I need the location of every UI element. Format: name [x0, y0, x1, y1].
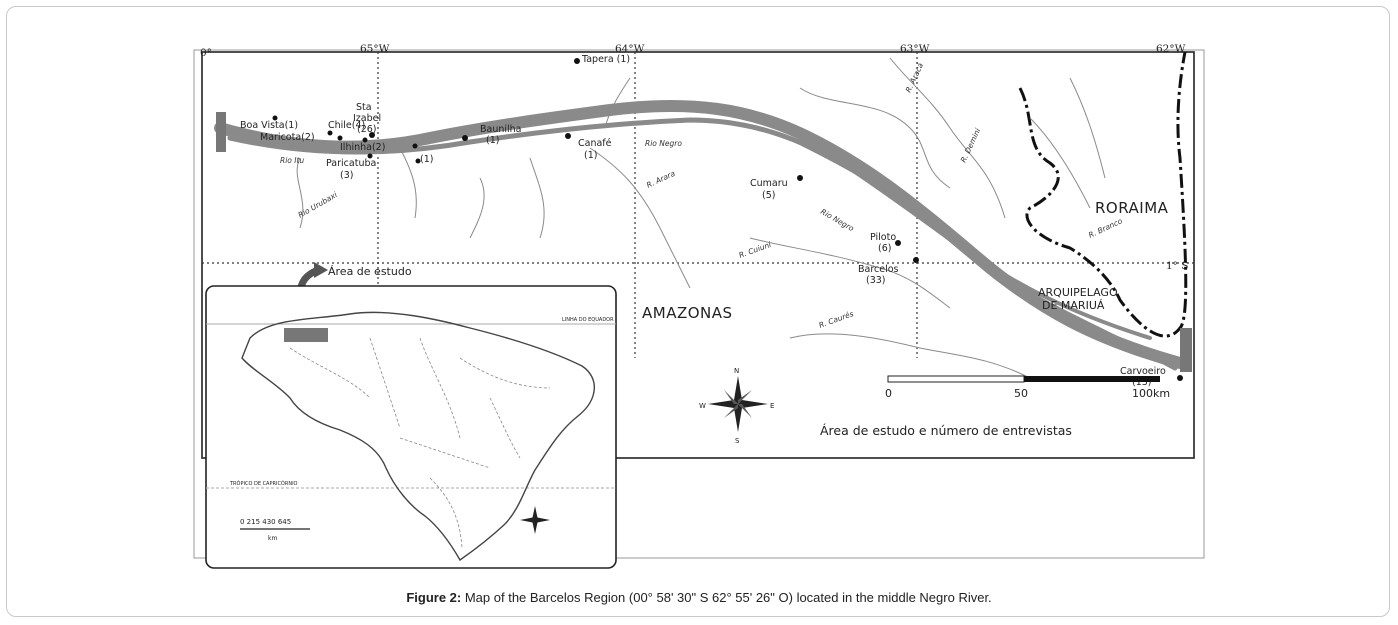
locality-boa-vista: Boa Vista(1): [240, 120, 298, 131]
coord-lon-64: 64°W: [615, 43, 645, 55]
coord-lon-62: 62°W: [1156, 43, 1186, 55]
region-amazonas: AMAZONAS: [642, 304, 733, 322]
locality-sta: Sta: [356, 102, 372, 113]
locality-dots: [272, 58, 1183, 381]
brazil-outline: [241, 311, 596, 562]
coord-left-corner: 0°: [200, 47, 212, 59]
locality-izabel: Izabel: [353, 113, 381, 124]
locality-maricota: Maricota(2): [260, 132, 315, 143]
locality-paricatuba-count: (3): [340, 170, 353, 181]
compass-rose-icon: [708, 376, 768, 432]
map-svg: 0° 65°W 64°W 63°W 62°W 1° S: [193, 43, 1205, 569]
locality-barcelos: Barcelos: [858, 264, 899, 275]
locality-cumaru-count: (5): [762, 190, 775, 201]
coord-lat-1s: 1° S: [1166, 260, 1188, 272]
inset-state-lines: [289, 337, 551, 549]
locality-carvoeiro: Carvoeiro: [1120, 366, 1166, 377]
inset-scale-unit: km: [268, 535, 277, 542]
locality-labels: Tapera (1) Sta Izabel (26) Baunilha (1) …: [240, 54, 1166, 388]
caption-label: Figure 2:: [406, 590, 462, 605]
scale-bar: [887, 375, 1160, 383]
inset-study-area-highlight: [284, 328, 328, 342]
legend-title: Área de estudo e número de entrevistas: [820, 423, 1072, 438]
locality-tapera: Tapera (1): [581, 54, 630, 65]
eastern-marker: [1180, 328, 1192, 372]
region-arquipelago-1: ARQUIPELAGO: [1038, 286, 1118, 299]
coord-lon-63: 63°W: [900, 43, 930, 55]
locality-izabel-count: (26): [357, 124, 377, 135]
river-rio-negro-1: Rio Negro: [645, 139, 682, 148]
river-rio-itu: Rio Itu: [280, 156, 304, 165]
tributaries: [296, 57, 1106, 379]
locality-chile: Chile(4): [328, 120, 365, 131]
compass-e-label: E: [770, 402, 774, 410]
locality-piloto: Piloto: [870, 232, 896, 243]
inset-map-box: [205, 285, 617, 569]
outer-frame: [193, 49, 1205, 559]
locality-canafe-count: (1): [584, 150, 597, 161]
western-marker: [216, 112, 226, 152]
locality-cumaru: Cumaru: [750, 178, 788, 189]
locality-unnamed-count: (1): [420, 154, 433, 165]
locality-barcelos-count: (33): [866, 275, 886, 286]
map-figure: 0° 65°W 64°W 63°W 62°W 1° S: [190, 38, 1208, 582]
caption-text: Map of the Barcelos Region (00° 58' 30" …: [461, 590, 992, 605]
inset-study-area-label: Área de estudo: [328, 265, 412, 278]
study-area-arrowhead: [314, 262, 328, 278]
locality-ilhinha: Ilhinha(2): [340, 142, 385, 153]
locality-canafe: Canafé: [578, 138, 612, 149]
compass-s-label: S: [735, 437, 740, 445]
compass-w-label: W: [699, 402, 706, 410]
locality-carvoeiro-count: (13): [1132, 377, 1152, 388]
scale-tick-100: 100km: [1132, 387, 1170, 400]
inset-scale-ticks: 0 215 430 645: [240, 518, 291, 526]
rio-negro-channel: [214, 99, 1186, 371]
scale-tick-0: 0: [885, 387, 892, 400]
coord-lon-65: 65°W: [360, 43, 390, 55]
locality-piloto-count: (6): [878, 243, 891, 254]
locality-baunilha: Baunilha: [480, 124, 522, 135]
inset-equator-label: LINHA DO EQUADOR: [562, 317, 614, 323]
scale-tick-50: 50: [1014, 387, 1028, 400]
locality-paricatuba: Paricatuba: [326, 158, 376, 169]
region-roraima: RORAIMA: [1095, 199, 1169, 217]
compass-n-label: N: [734, 367, 739, 375]
inset-compass-icon: [520, 506, 550, 534]
region-arquipelago-2: DE MARIUÁ: [1042, 299, 1105, 312]
locality-baunilha-count: (1): [486, 135, 499, 146]
figure-caption: Figure 2: Map of the Barcelos Region (00…: [0, 590, 1398, 605]
inset-tropic-label: TRÓPICO DE CAPRICÓRNIO: [229, 480, 298, 487]
